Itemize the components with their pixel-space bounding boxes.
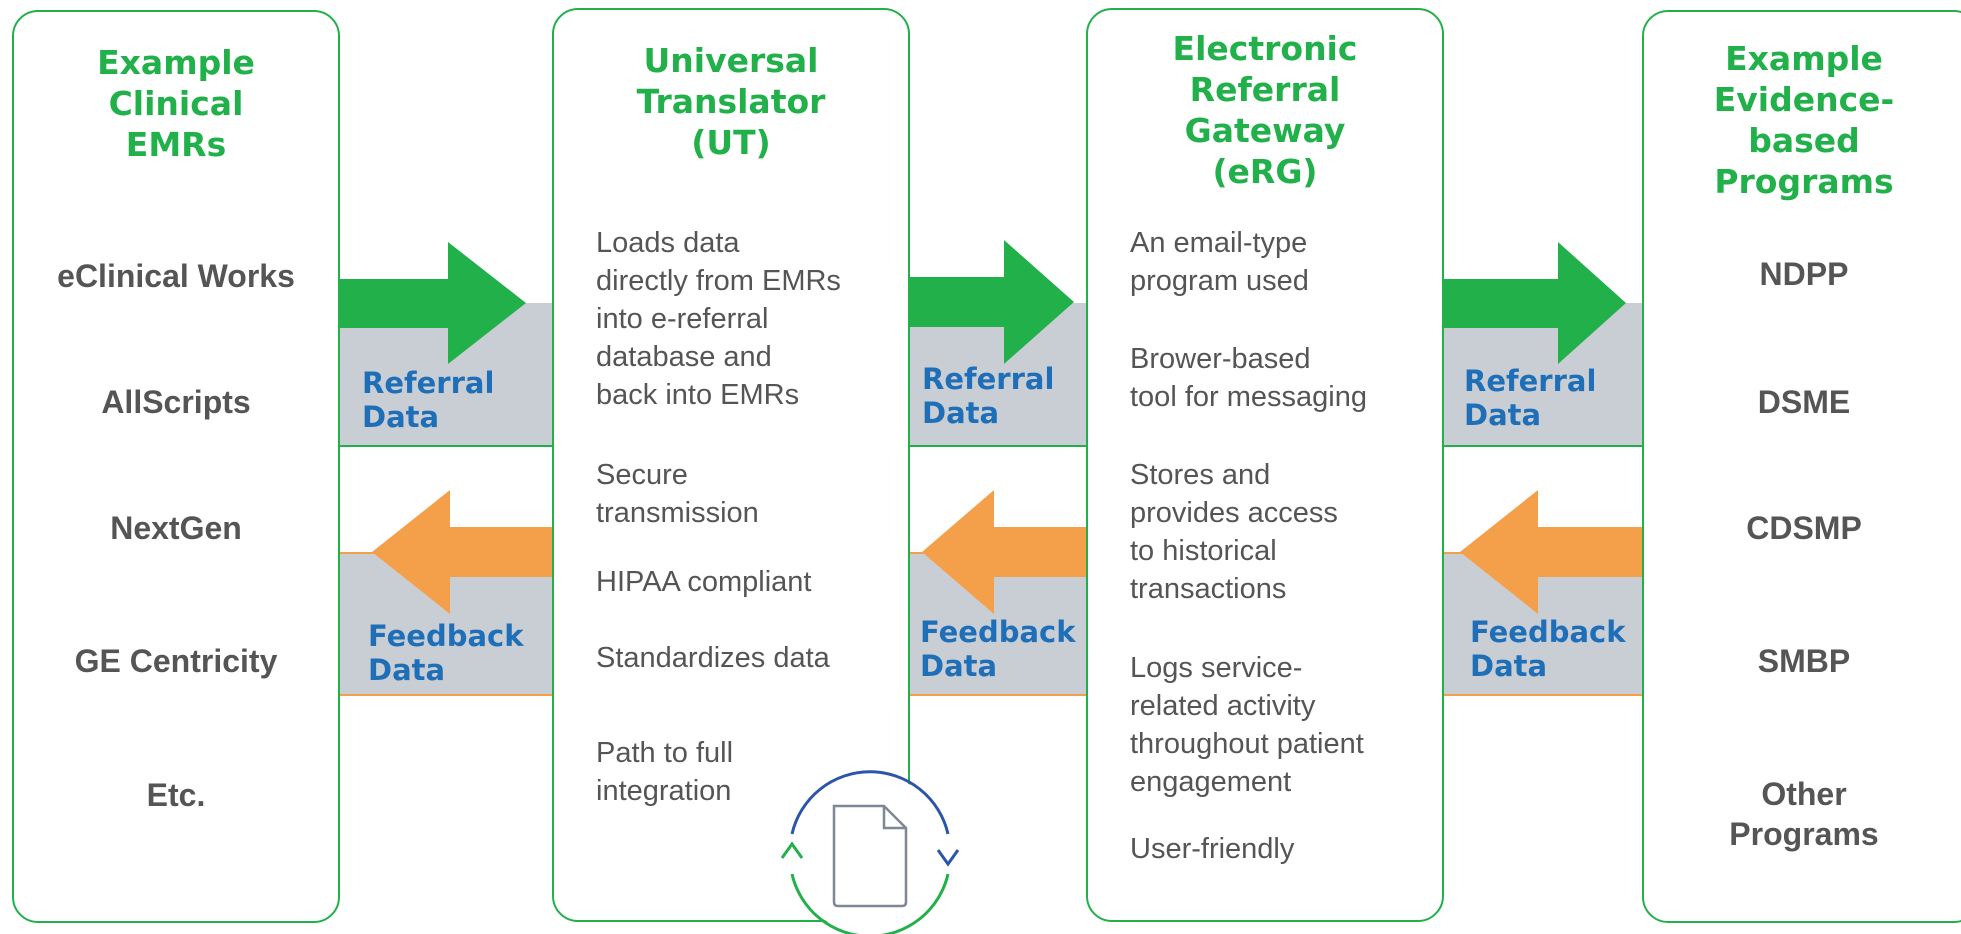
emr-item: NextGen [110,510,242,546]
erg-description: Stores and provides access to historical… [1130,459,1338,605]
right-arrow-icon [338,242,526,364]
referral-data-label: Referral Data [362,366,495,434]
program-item: DSME [1757,384,1851,420]
program-item: NDPP [1759,256,1849,292]
erg-panel: Electronic Referral Gateway (eRG) An ema… [1086,8,1444,922]
left-arrow-icon [922,490,1088,614]
emrs-title: Example Clinical EMRs [97,43,255,164]
right-arrow-icon [908,240,1074,364]
emr-item: AllScripts [101,384,251,420]
ut-title: Universal Translator (UT) [636,41,826,162]
emr-item: eClinical Works [57,258,295,294]
left-arrow-icon [372,490,556,614]
erg-description: Logs service- related activity throughou… [1130,652,1364,798]
ut-description: Path to full integration [596,737,734,807]
referral-data-label: Referral Data [922,362,1055,430]
erg-description: Brower-based tool for messaging [1130,343,1367,413]
programs-panel: Example Evidence- based Programs NDPP DS… [1642,10,1961,923]
programs-title: Example Evidence- based Programs [1713,39,1895,201]
erg-title: Electronic Referral Gateway (eRG) [1172,29,1358,191]
document-sync-icon [780,770,960,934]
emrs-panel: Example Clinical EMRs eClinical Works Al… [12,10,340,923]
feedback-data-label: Feedback Data [368,619,524,687]
program-item: Other Programs [1729,776,1879,852]
erg-description: An email-type program used [1130,227,1309,297]
ut-description: Standardizes data [596,642,830,674]
feedback-data-label: Feedback Data [1470,615,1626,683]
ut-description: HIPAA compliant [596,566,812,598]
program-item: CDSMP [1746,510,1862,546]
right-arrow-icon [1442,242,1626,364]
program-item: SMBP [1757,643,1851,679]
ut-panel: Universal Translator (UT) Loads data dir… [552,8,910,922]
ut-description: Loads data directly from EMRs into e-ref… [596,227,841,411]
ut-description: Secure transmission [596,459,759,529]
feedback-data-label: Feedback Data [920,615,1076,683]
emr-item: GE Centricity [74,643,278,679]
emr-item: Etc. [146,777,206,813]
erg-description: User-friendly [1130,833,1295,865]
referral-data-label: Referral Data [1464,364,1597,432]
left-arrow-icon [1460,490,1646,614]
